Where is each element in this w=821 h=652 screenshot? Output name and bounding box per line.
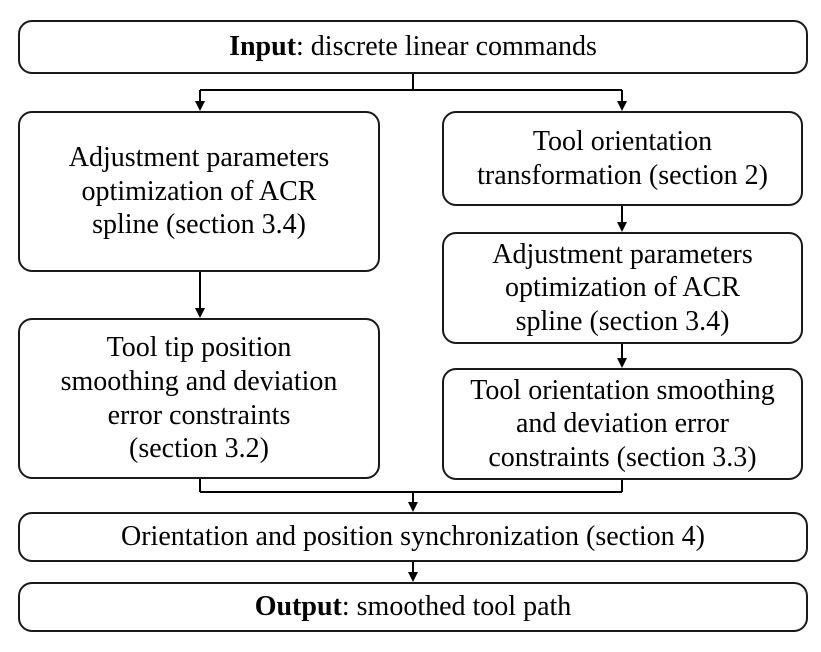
sync-text: Orientation and position synchronization… xyxy=(121,521,705,553)
left-top-line-1: Adjustment parameters xyxy=(68,142,330,174)
left-bottom-box: Tool tip position smoothing and deviatio… xyxy=(18,318,380,479)
right-middle-line-2: optimization of ACR xyxy=(505,272,740,304)
right-bottom-line-1: Tool orientation smoothing xyxy=(470,374,775,406)
right-bottom-line-3: constraints (section 3.3) xyxy=(488,441,757,473)
right-bottom-box: Tool orientation smoothing and deviation… xyxy=(442,368,803,480)
left-top-line-2: optimization of ACR xyxy=(81,175,317,207)
right-bottom-line-2: and deviation error xyxy=(515,408,730,440)
right-middle-line-3: spline (section 3.4) xyxy=(515,305,730,337)
left-top-box: Adjustment parameters optimization of AC… xyxy=(18,111,380,272)
output-label: Output xyxy=(254,591,342,623)
sync-box: Orientation and position synchronization… xyxy=(18,512,808,562)
left-bottom-line-3: error constraints xyxy=(107,399,291,431)
left-top-line-3: spline (section 3.4) xyxy=(92,209,306,241)
output-text: : smoothed tool path xyxy=(341,591,572,623)
right-middle-line-1: Adjustment parameters xyxy=(492,238,753,270)
right-top-line-2: transformation (section 2) xyxy=(477,159,768,191)
input-text: : discrete linear commands xyxy=(296,31,597,63)
right-top-box: Tool orientation transformation (section… xyxy=(442,111,803,206)
right-top-line-1: Tool orientation xyxy=(532,125,713,157)
input-box: Input: discrete linear commands xyxy=(18,20,808,74)
output-box: Output: smoothed tool path xyxy=(18,582,808,632)
left-bottom-line-2: smoothing and deviation xyxy=(60,365,338,397)
right-middle-box: Adjustment parameters optimization of AC… xyxy=(442,232,803,344)
left-bottom-line-4: (section 3.2) xyxy=(129,433,269,465)
input-label: Input xyxy=(229,31,297,63)
left-bottom-line-1: Tool tip position xyxy=(106,332,292,364)
